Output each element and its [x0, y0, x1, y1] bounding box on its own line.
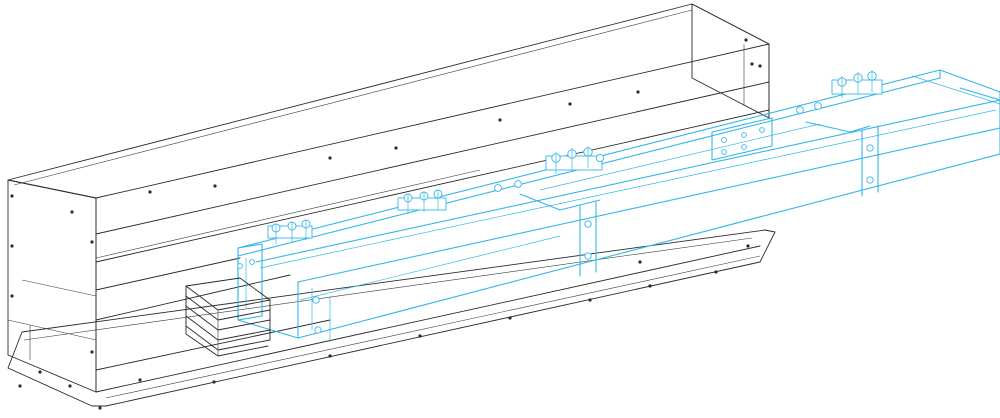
bolt-group-small [494, 102, 822, 192]
bolt-group-2 [397, 189, 447, 214]
enclosure-screws [10, 38, 762, 410]
busbar-stack [185, 277, 271, 357]
bolt-group-3 [545, 146, 605, 174]
busbar-trunking [237, 69, 1000, 342]
bolt-clamps [267, 70, 883, 244]
bolt-group-1 [267, 219, 313, 244]
enclosure-front-face [7, 179, 97, 393]
bolt-group-4 [831, 70, 883, 98]
side-bolts [237, 144, 874, 334]
joint-plate [711, 117, 773, 161]
enclosure-top-face [7, 3, 770, 199]
trunking-end-plate [237, 243, 263, 321]
base-plate [7, 229, 776, 407]
enclosure [7, 3, 776, 410]
enclosure-end-face [691, 3, 770, 119]
